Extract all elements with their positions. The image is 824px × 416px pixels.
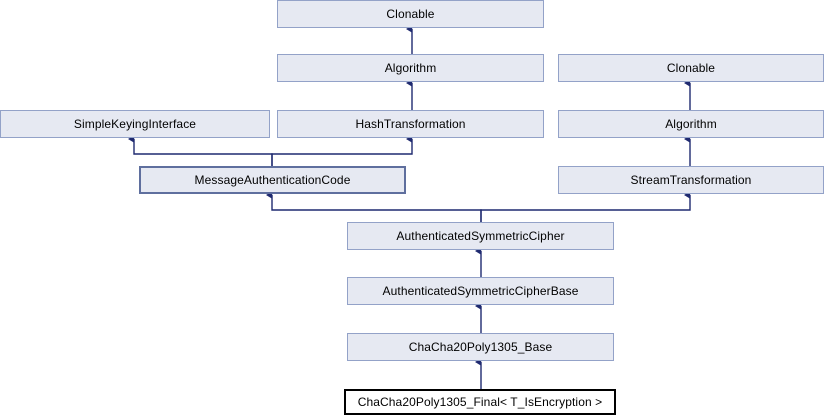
class-node-algorithm_left[interactable]: Algorithm [277,54,544,82]
class-node-label: AuthenticatedSymmetricCipher [396,229,565,243]
class-node-label: HashTransformation [355,117,466,131]
class-node-label: MessageAuthenticationCode [194,173,351,187]
inheritance-edge-asc-to-mac [265,191,482,222]
inheritance-edge-mac-to-simplekeying [127,135,273,166]
class-node-label: Clonable [666,61,716,75]
class-node-streamtransform[interactable]: StreamTransformation [558,166,824,194]
class-node-label: ChaCha20Poly1305_Base [408,340,553,354]
class-node-ascbase[interactable]: AuthenticatedSymmetricCipherBase [347,277,614,305]
class-node-algorithm_right[interactable]: Algorithm [558,110,824,138]
class-node-asc[interactable]: AuthenticatedSymmetricCipher [347,222,614,250]
class-node-label: ChaCha20Poly1305_Final< T_IsEncryption > [357,395,603,409]
class-node-label: AuthenticatedSymmetricCipherBase [382,284,579,298]
class-node-clonable_top[interactable]: Clonable [277,0,544,28]
class-node-label: Algorithm [384,61,437,75]
class-node-label: Clonable [386,7,435,21]
inheritance-edge-asc-to-streamtransform [480,191,691,222]
class-node-chachafinal[interactable]: ChaCha20Poly1305_Final< T_IsEncryption > [344,389,616,415]
class-node-mac[interactable]: MessageAuthenticationCode [139,166,406,194]
class-node-clonable_right[interactable]: Clonable [558,54,824,82]
class-node-chachabase[interactable]: ChaCha20Poly1305_Base [347,333,614,361]
class-node-simplekeying[interactable]: SimpleKeyingInterface [0,110,270,138]
class-node-label: SimpleKeyingInterface [73,117,197,131]
inheritance-edge-mac-to-hashtransform [271,135,413,166]
class-node-hashtransform[interactable]: HashTransformation [277,110,544,138]
class-node-label: Algorithm [665,117,717,131]
class-node-label: StreamTransformation [630,173,752,187]
